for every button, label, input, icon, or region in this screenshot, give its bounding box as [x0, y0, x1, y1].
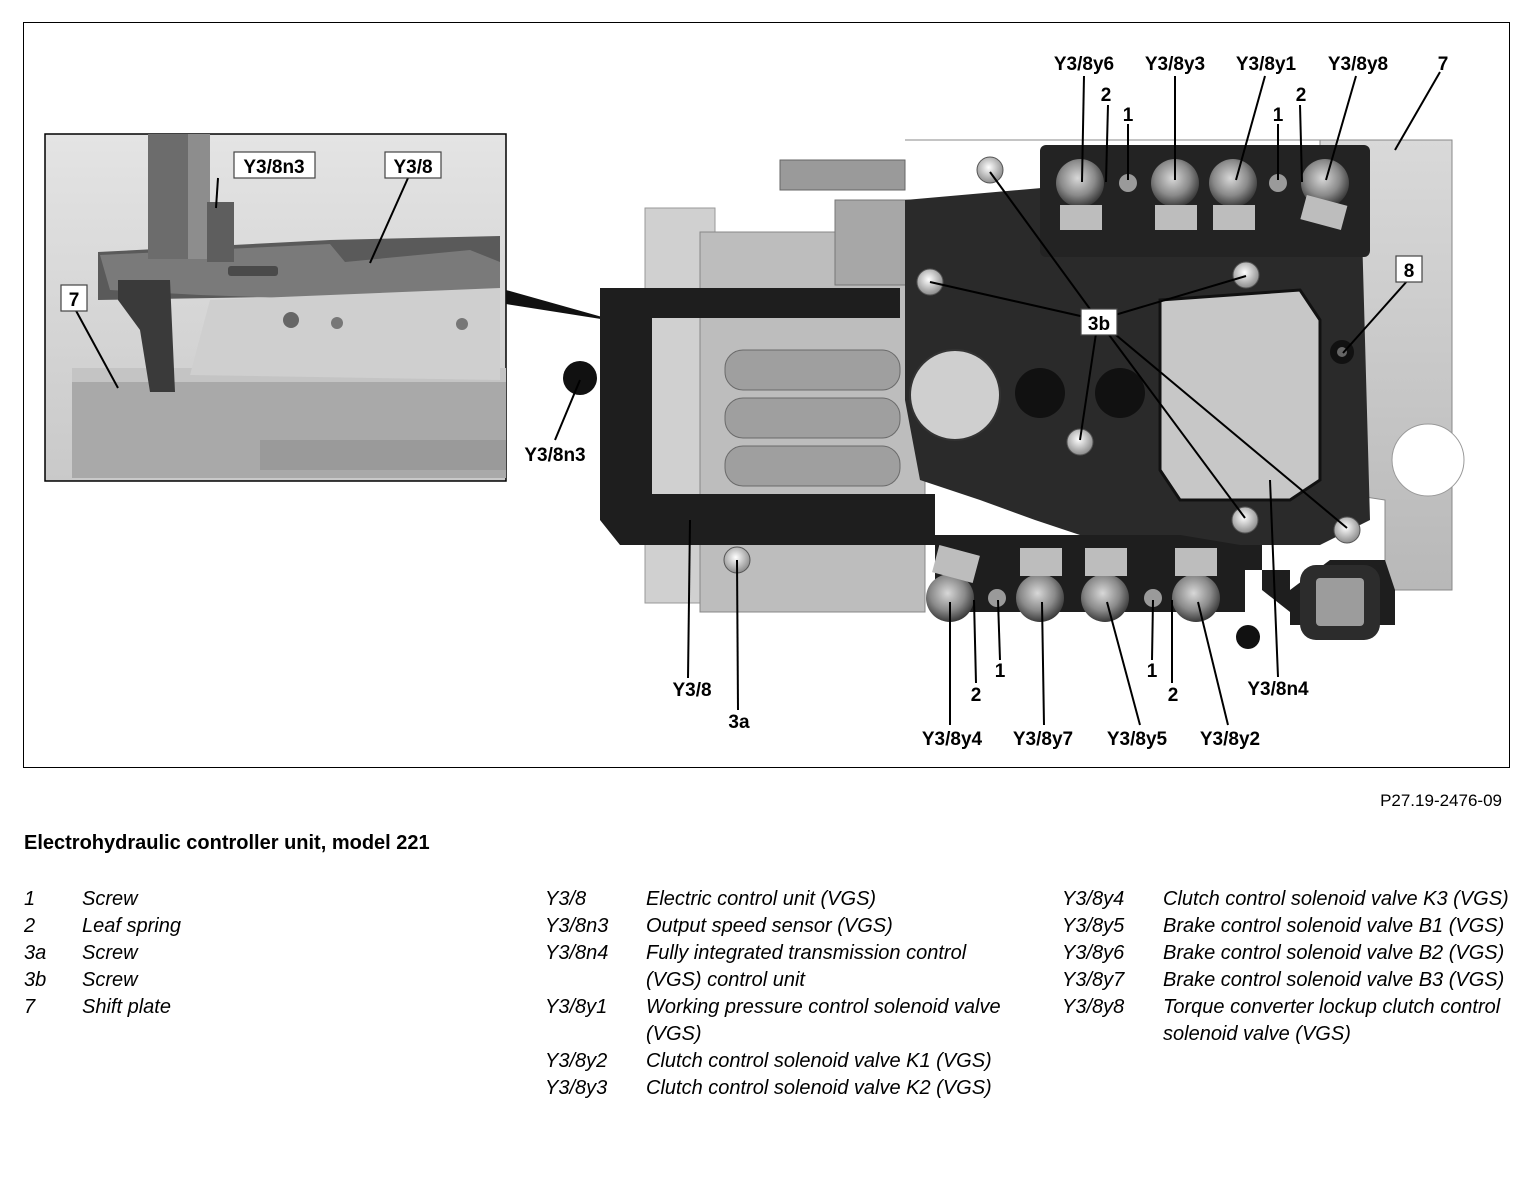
label-y3-8n3: Y3/8n3 — [524, 445, 585, 466]
legend-item: Y3/8n3 Output speed sensor (VGS) — [545, 913, 1005, 940]
legend-description: Brake control solenoid valve B2 (VGS) — [1163, 942, 1505, 964]
label-screw-3b: 3b — [1088, 314, 1110, 335]
label-screw-bottom-left: 1 — [995, 661, 1006, 682]
legend-code: Y3/8n4 — [545, 942, 609, 964]
legend-code: Y3/8y2 — [545, 1050, 608, 1072]
legend-column-3: Y3/8y4 Clutch control solenoid valve K3 (… — [1062, 886, 1512, 1048]
legend-code: Y3/8y5 — [1062, 915, 1125, 937]
legend-item: 2 Leaf spring — [24, 913, 384, 940]
legend-code: 3b — [24, 969, 47, 991]
legend-item: Y3/8y1 Working pressure control solenoid … — [545, 994, 1005, 1048]
legend-item: Y3/8y7 Brake control solenoid valve B3 (V… — [1062, 967, 1512, 994]
label-y3-8y6: Y3/8y6 — [1054, 54, 1114, 75]
label-leaf-spring-top-right: 2 — [1296, 85, 1307, 106]
legend-description: Torque converter lockup clutch control s… — [1163, 996, 1501, 1045]
label-y3-8y4: Y3/8y4 — [922, 729, 983, 750]
legend-description: Screw — [82, 942, 138, 964]
legend-code: 1 — [24, 888, 36, 910]
legend-code: Y3/8y7 — [1062, 969, 1125, 991]
legend-code: Y3/8y6 — [1062, 942, 1125, 964]
label-leaf-spring-bottom-left: 2 — [971, 685, 982, 706]
legend-description: Working pressure control solenoid valve … — [646, 996, 1001, 1045]
legend-description: Electric control unit (VGS) — [646, 888, 877, 910]
label-leaf-spring-top-left: 2 — [1101, 85, 1112, 106]
legend-description: Fully integrated transmission control (V… — [646, 942, 967, 991]
figure-caption: Electrohydraulic controller unit, model … — [24, 832, 430, 854]
legend-code: Y3/8y4 — [1062, 888, 1125, 910]
legend-code: 2 — [24, 915, 36, 937]
legend-code: 3a — [24, 942, 47, 964]
legend-item: Y3/8y5 Brake control solenoid valve B1 (V… — [1062, 913, 1512, 940]
legend-code: 7 — [24, 996, 36, 1018]
leader-lines — [73, 71, 1441, 726]
legend-item: Y3/8n4 Fully integrated transmission cont… — [545, 940, 1005, 994]
label-inset-y3-8n3: Y3/8n3 — [243, 157, 304, 178]
legend-description: Clutch control solenoid valve K2 (VGS) — [646, 1077, 992, 1099]
legend-description: Shift plate — [82, 996, 171, 1018]
label-leaf-spring-bottom-right: 2 — [1168, 685, 1179, 706]
label-screw-top-left: 1 — [1123, 105, 1134, 126]
legend-code: Y3/8y8 — [1062, 996, 1125, 1018]
figure-id: P27.19-2476-09 — [1380, 791, 1502, 810]
legend-item: Y3/8y2 Clutch control solenoid valve K1 (… — [545, 1048, 1005, 1075]
legend-item: 1 Screw — [24, 886, 384, 913]
legend-item: 7 Shift plate — [24, 994, 384, 1021]
legend-item: Y3/8 Electric control unit (VGS) — [545, 886, 1005, 913]
inset-detail-view — [44, 133, 507, 482]
label-y3-8y8: Y3/8y8 — [1328, 54, 1388, 75]
label-y3-8y2: Y3/8y2 — [1200, 729, 1260, 750]
label-screw-3a: 3a — [728, 712, 750, 733]
legend-code: Y3/8 — [545, 888, 587, 910]
label-y3-8: Y3/8 — [672, 680, 711, 701]
label-shift-plate: 7 — [1438, 54, 1449, 75]
legend-code: Y3/8y1 — [545, 996, 608, 1018]
label-screw-bottom-right: 1 — [1147, 661, 1158, 682]
legend-description: Output speed sensor (VGS) — [646, 915, 893, 937]
label-y3-8n4: Y3/8n4 — [1247, 679, 1309, 700]
label-y3-8y7: Y3/8y7 — [1013, 729, 1073, 750]
legend-description: Screw — [82, 969, 138, 991]
legend-description: Leaf spring — [82, 915, 181, 937]
legend-item: Y3/8y3 Clutch control solenoid valve K2 (… — [545, 1075, 1005, 1102]
label-inset-y3-8: Y3/8 — [393, 157, 432, 178]
legend-description: Clutch control solenoid valve K3 (VGS) — [1163, 888, 1509, 910]
label-8: 8 — [1404, 261, 1415, 282]
legend-description: Screw — [82, 888, 138, 910]
legend-description: Clutch control solenoid valve K1 (VGS) — [646, 1050, 992, 1072]
legend-column-2: Y3/8 Electric control unit (VGS) Y3/8n3 Out… — [545, 886, 1005, 1102]
legend-item: Y3/8y4 Clutch control solenoid valve K3 (… — [1062, 886, 1512, 913]
label-screw-top-right: 1 — [1273, 105, 1284, 126]
legend-item: 3a Screw — [24, 940, 384, 967]
legend-item: Y3/8y6 Brake control solenoid valve B2 (V… — [1062, 940, 1512, 967]
legend-code: Y3/8n3 — [545, 915, 609, 937]
legend-description: Brake control solenoid valve B3 (VGS) — [1163, 969, 1505, 991]
legend-item: Y3/8y8 Torque converter lockup clutch con… — [1062, 994, 1512, 1048]
legend-description: Brake control solenoid valve B1 (VGS) — [1163, 915, 1505, 937]
legend-code: Y3/8y3 — [545, 1077, 608, 1099]
legend-item: 3b Screw — [24, 967, 384, 994]
inset-pointer — [506, 290, 620, 322]
label-y3-8y3: Y3/8y3 — [1145, 54, 1205, 75]
label-inset-shift-plate: 7 — [69, 290, 80, 311]
controller-unit-body — [563, 139, 1465, 649]
label-y3-8y1: Y3/8y1 — [1236, 54, 1297, 75]
label-y3-8y5: Y3/8y5 — [1107, 729, 1168, 750]
